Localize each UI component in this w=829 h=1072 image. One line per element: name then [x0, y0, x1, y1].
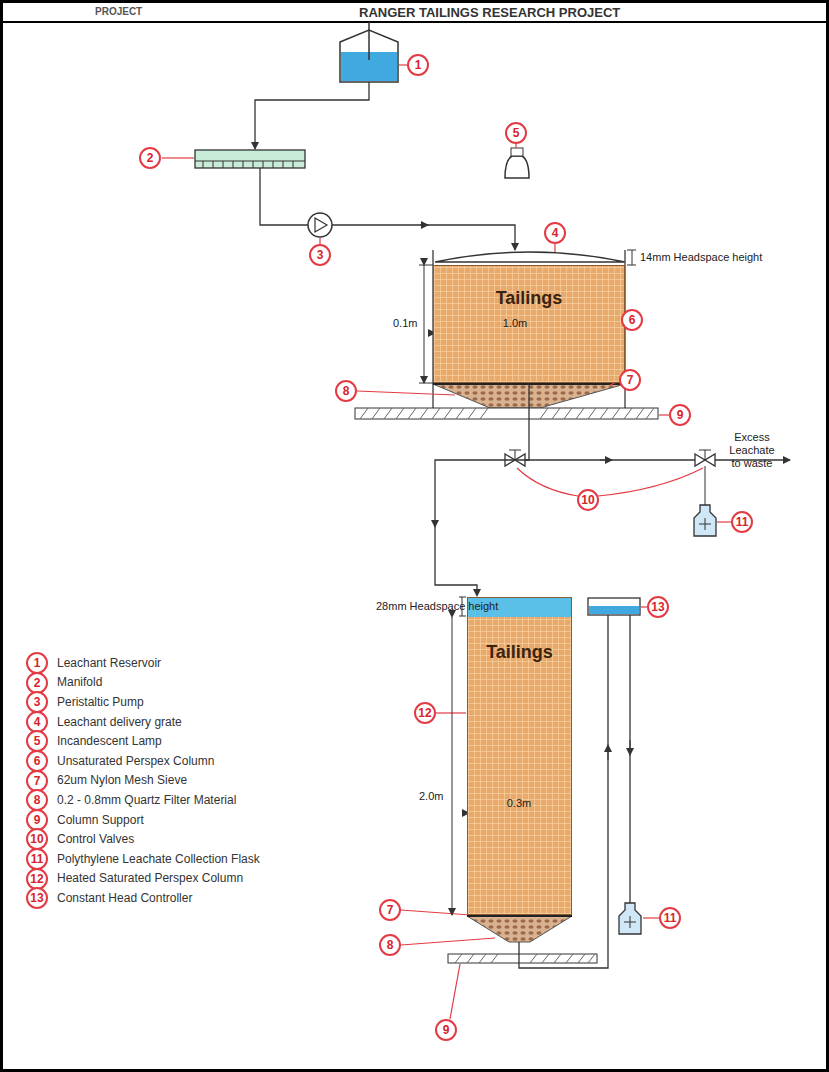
callout-number: 13 — [647, 596, 669, 618]
callout-number: 9 — [669, 404, 691, 426]
callout-number: 1 — [407, 54, 429, 76]
legend-entry: Unsaturated Perspex Column — [57, 754, 214, 768]
callout-number: 8 — [26, 789, 48, 811]
callout-number: 11 — [659, 907, 681, 929]
callout-number: 12 — [414, 702, 436, 724]
legend-entry: Control Valves — [57, 832, 134, 846]
dimension-label: 2.0m — [419, 790, 443, 803]
legend-entry: Heated Saturated Perspex Column — [57, 871, 243, 885]
dimension-label: Excess Leachate to waste — [725, 431, 780, 471]
callout-number: 13 — [26, 887, 48, 909]
callout-number: 10 — [577, 489, 599, 511]
legend-entry: Incandescent Lamp — [57, 734, 162, 748]
callout-number: 11 — [731, 511, 753, 533]
callout-number: 8 — [335, 380, 357, 402]
header-label: PROJECT — [95, 6, 142, 18]
dimension-label: 28mm Headspace height — [376, 600, 498, 613]
callout-number: 9 — [435, 1019, 457, 1041]
flow-pipe — [431, 383, 529, 597]
dimension-label: 0.3m — [507, 797, 531, 810]
legend-entry: 62um Nylon Mesh Sieve — [57, 773, 187, 787]
callout-number: 7 — [379, 899, 401, 921]
callout-number: 3 — [26, 691, 48, 713]
legend-entry: Peristaltic Pump — [57, 695, 144, 709]
callout-number: 7 — [619, 369, 641, 391]
dimension-label: 14mm Headspace height — [640, 251, 762, 264]
legend-entry: Leachant Reservoir — [57, 656, 161, 670]
column-fill-label: Tailings — [486, 642, 553, 662]
title-text: RANGER TAILINGS RESEARCH PROJECT — [359, 5, 620, 21]
dimension-label: 1.0m — [503, 317, 527, 330]
callout-number: 4 — [544, 222, 566, 244]
callout-number: 6 — [621, 309, 643, 331]
legend-entry: Polythylene Leachate Collection Flask — [57, 852, 260, 866]
dimension-label: 0.1m — [393, 317, 417, 330]
callout-number: 2 — [139, 147, 161, 169]
legend-entry: Constant Head Controller — [57, 891, 192, 905]
callout-number: 3 — [309, 244, 331, 266]
callout-number: 6 — [26, 750, 48, 772]
callout-number: 8 — [379, 934, 401, 956]
legend-entry: 0.2 - 0.8mm Quartz Filter Material — [57, 793, 236, 807]
callout-number: 5 — [505, 122, 527, 144]
tailings-column: Tailings — [433, 265, 625, 383]
callout-number: 1 — [26, 652, 48, 674]
legend-entry: Manifold — [57, 675, 102, 689]
legend-entry: Column Support — [57, 813, 144, 827]
tailings-column: Tailings — [467, 597, 572, 915]
callout-number: 11 — [26, 848, 48, 870]
column-fill-label: Tailings — [496, 288, 563, 308]
legend-entry: Leachant delivery grate — [57, 715, 182, 729]
